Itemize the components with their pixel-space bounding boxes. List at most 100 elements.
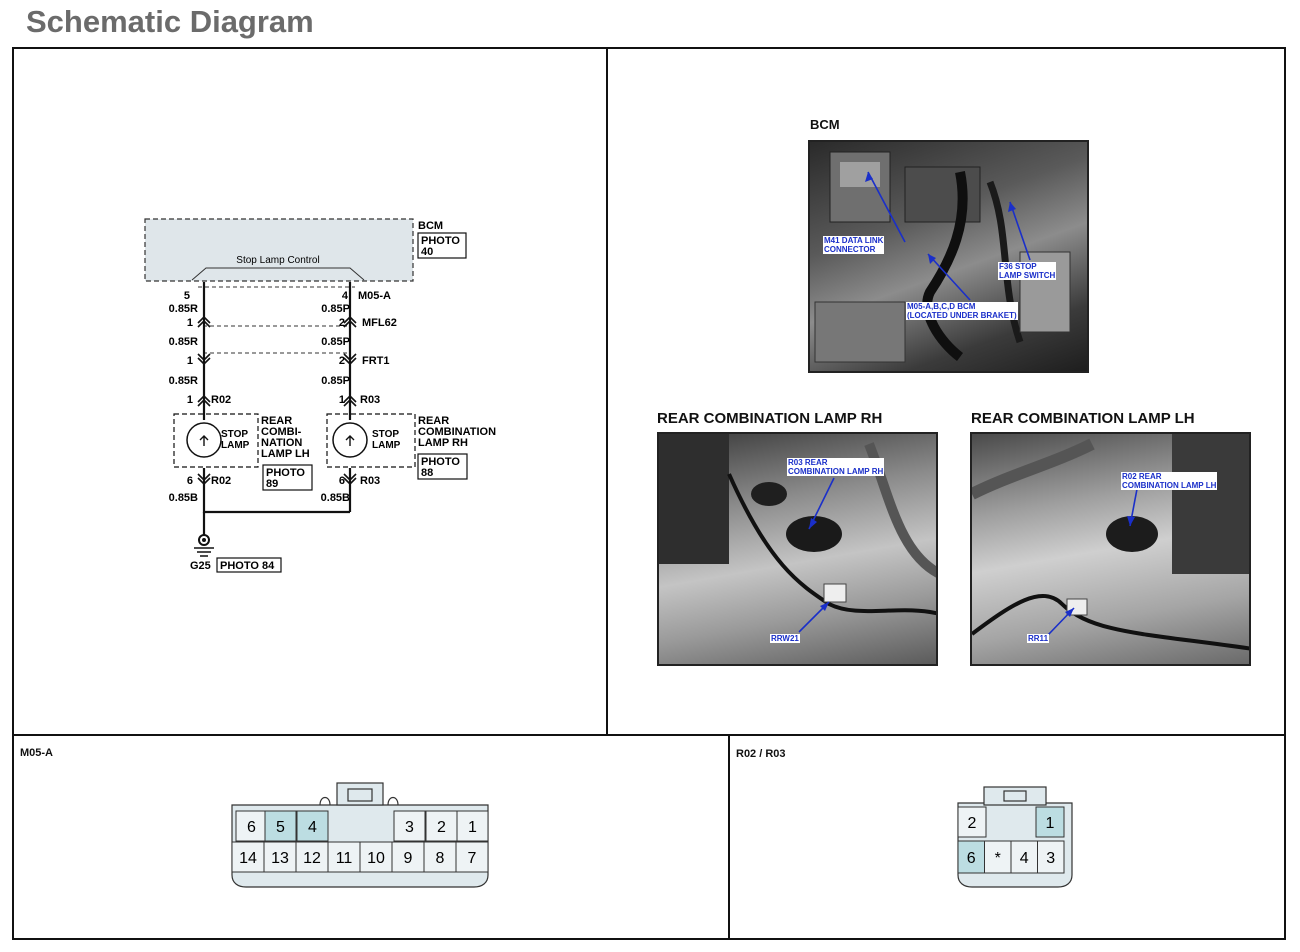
bcm-callout-m05: M05-A,B,C,D BCM (LOCATED UNDER BRAKET) bbox=[906, 302, 1018, 320]
right-pin-1: 4 bbox=[342, 290, 349, 302]
r02-pin-blank-label: * bbox=[995, 850, 1001, 867]
left-wire-4: 0.85B bbox=[169, 492, 198, 504]
bcm-label: BCM bbox=[418, 220, 443, 232]
left-wire-3: 0.85R bbox=[169, 375, 198, 387]
right-connector-m05a: M05-A bbox=[358, 290, 391, 302]
left-pin-4: 1 bbox=[187, 394, 193, 406]
r02-pin-1-cell bbox=[1035, 806, 1065, 838]
bcm-callout-m41: M41 DATA LINK CONNECTOR bbox=[823, 236, 885, 254]
r02-pin-3-cell bbox=[1037, 840, 1065, 874]
ground-photo: PHOTO 84 bbox=[220, 560, 275, 572]
right-pin-2: 2 bbox=[339, 317, 345, 329]
m05a-pin-8-cell bbox=[423, 841, 457, 873]
bcm-photo bbox=[808, 140, 1089, 373]
right-connector-r03-bottom: R03 bbox=[360, 475, 380, 487]
m05a-pin-7-label: 7 bbox=[468, 850, 477, 867]
bcm-box bbox=[144, 218, 414, 282]
lh-photo bbox=[970, 432, 1251, 666]
connector-m05a-face: 6 5 4 3 2 1 14 13 12 11 10 9 8 7 bbox=[231, 782, 489, 888]
right-pin-5: 6 bbox=[339, 475, 345, 487]
left-lamp-box bbox=[173, 413, 259, 468]
m05a-pin-10-label: 10 bbox=[367, 850, 385, 867]
bcm-photo-label: BCM bbox=[810, 117, 840, 132]
r02-pin-2-cell bbox=[957, 806, 987, 838]
r02-pin-3-label: 3 bbox=[1046, 850, 1055, 867]
right-lamp-photo-box bbox=[417, 453, 468, 480]
schematic-panel bbox=[12, 47, 608, 736]
m05a-pin-4-cell bbox=[296, 810, 329, 842]
right-wire-2: 0.85P bbox=[321, 336, 350, 348]
m05a-pin-10-cell bbox=[359, 841, 393, 873]
m05a-pin-12-label: 12 bbox=[303, 850, 321, 867]
m05a-pin-13-label: 13 bbox=[271, 850, 289, 867]
left-wire-2: 0.85R bbox=[169, 336, 198, 348]
right-pin-4: 1 bbox=[339, 394, 345, 406]
lh-photo-label: REAR COMBINATION LAMP LH bbox=[971, 410, 1195, 427]
connector-title-r02-r03: R02 / R03 bbox=[736, 748, 786, 760]
r02-pin-4-cell bbox=[1010, 840, 1038, 874]
right-connector-frt1: FRT1 bbox=[362, 355, 390, 367]
m05a-pin-2-label: 2 bbox=[437, 819, 446, 836]
m05a-pin-9-label: 9 bbox=[404, 850, 413, 867]
m05a-pin-3-cell bbox=[393, 810, 426, 842]
m05a-pin-6-label: 6 bbox=[247, 819, 256, 836]
m05a-pin-1-cell bbox=[456, 810, 489, 842]
m05a-pin-9-cell bbox=[391, 841, 425, 873]
left-pin-1: 5 bbox=[184, 290, 190, 302]
bcm-callout-f36: F36 STOP LAMP SWITCH bbox=[998, 262, 1057, 280]
lh-callout-r02: R02 REAR COMBINATION LAMP LH bbox=[1121, 472, 1218, 490]
left-connector-bottom: R02 bbox=[211, 475, 231, 487]
bcm-photo-box bbox=[417, 232, 467, 259]
page-title: Schematic Diagram bbox=[26, 4, 314, 39]
right-wire-1: 0.85P bbox=[321, 303, 350, 315]
m05a-pin-2-cell bbox=[425, 810, 458, 842]
connector-title-m05a: M05-A bbox=[20, 747, 54, 759]
left-pin-2: 1 bbox=[187, 317, 193, 329]
right-pin-3: 2 bbox=[339, 355, 345, 367]
m05a-pin-3-label: 3 bbox=[405, 819, 414, 836]
rh-callout-rrw21: RRW21 bbox=[770, 634, 800, 643]
m05a-pin-11-label: 11 bbox=[336, 850, 353, 867]
left-connector-top: R02 bbox=[211, 394, 231, 406]
right-connector-r03-top: R03 bbox=[360, 394, 380, 406]
left-lamp-photo-box bbox=[262, 464, 313, 491]
r02-pin-2-label: 2 bbox=[968, 815, 977, 832]
r02-pin-1-label: 1 bbox=[1046, 815, 1055, 832]
r02-pin-6-cell bbox=[957, 840, 985, 874]
m05a-pin-4-label: 4 bbox=[308, 819, 317, 836]
r02-pin-4-label: 4 bbox=[1020, 850, 1029, 867]
m05a-pin-5-cell bbox=[264, 810, 297, 842]
right-lamp-box bbox=[326, 413, 416, 468]
lh-callout-rr11: RR11 bbox=[1027, 634, 1050, 643]
lh-photo-detail bbox=[972, 434, 1249, 651]
bcm-photo-detail bbox=[814, 151, 1071, 363]
rh-photo-label: REAR COMBINATION LAMP RH bbox=[657, 410, 883, 427]
m05a-pin-1-label: 1 bbox=[468, 819, 477, 836]
m05a-pin-6-cell bbox=[235, 810, 268, 842]
right-wire-4: 0.85B bbox=[321, 492, 350, 504]
right-wire-3: 0.85P bbox=[321, 375, 350, 387]
r02-pin-6-label: 6 bbox=[967, 850, 976, 867]
right-connector-mfl62: MFL62 bbox=[362, 317, 397, 329]
bcm-function-label: Stop Lamp Control bbox=[236, 255, 319, 266]
rh-callout-r03: R03 REAR COMBINATION LAMP RH bbox=[787, 458, 885, 476]
left-pin-3: 1 bbox=[187, 355, 193, 367]
r02-pin-blank-cell bbox=[984, 840, 1012, 874]
m05a-pin-7-cell bbox=[455, 841, 489, 873]
m05a-pin-8-label: 8 bbox=[436, 850, 445, 867]
left-wire-1: 0.85R bbox=[169, 303, 198, 315]
ground-photo-box bbox=[216, 557, 282, 573]
ground-name: G25 bbox=[190, 560, 211, 572]
m05a-pin-14-label: 14 bbox=[239, 850, 257, 867]
left-pin-5: 6 bbox=[187, 475, 193, 487]
m05a-pin-5-label: 5 bbox=[276, 819, 285, 836]
